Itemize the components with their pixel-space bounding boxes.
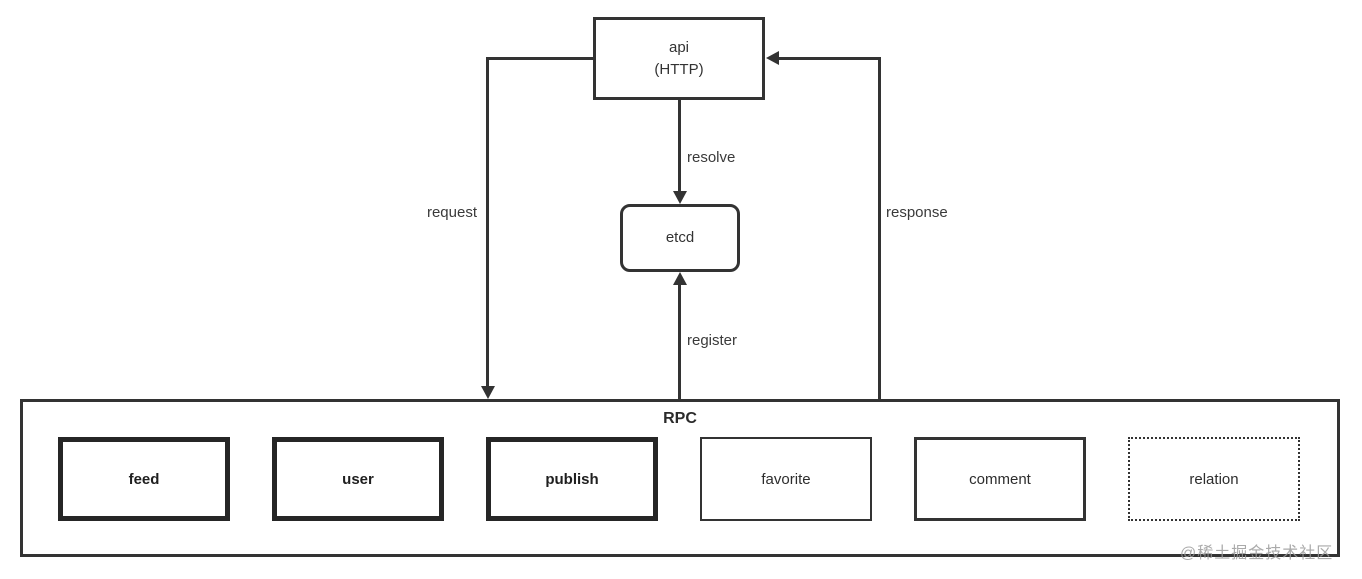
service-label-favorite: favorite xyxy=(761,470,811,488)
rpc-container-label: RPC xyxy=(663,410,697,427)
register-line xyxy=(678,284,681,399)
service-label-user: user xyxy=(342,470,374,488)
request-arrowhead-down-icon xyxy=(481,386,495,399)
etcd-node-label: etcd xyxy=(665,229,695,247)
service-label-feed: feed xyxy=(128,470,160,488)
service-label-publish: publish xyxy=(545,470,599,488)
request-edge-label: request xyxy=(426,204,477,221)
service-node-favorite: favorite xyxy=(700,437,872,521)
rpc-container xyxy=(20,399,1340,557)
api-node-label: api xyxy=(668,38,690,56)
service-label-comment: comment xyxy=(969,470,1031,488)
response-line-vertical xyxy=(878,57,881,399)
response-arrowhead-left-icon xyxy=(766,51,779,65)
api-node: api (HTTP) xyxy=(593,17,765,100)
api-node-protocol-label: (HTTP) xyxy=(654,60,704,78)
service-node-user: user xyxy=(272,437,444,521)
resolve-line xyxy=(678,100,681,192)
response-edge-label: response xyxy=(886,204,948,221)
etcd-node: etcd xyxy=(620,204,740,272)
register-edge-label: register xyxy=(687,332,738,349)
resolve-edge-label: resolve xyxy=(687,149,736,166)
resolve-arrowhead-down-icon xyxy=(673,191,687,204)
watermark: @稀土掘金技术社区 xyxy=(1180,545,1334,562)
service-node-relation: relation xyxy=(1128,437,1300,521)
service-node-comment: comment xyxy=(914,437,1086,521)
service-node-feed: feed xyxy=(58,437,230,521)
service-label-relation: relation xyxy=(1189,470,1239,488)
response-line-horizontal xyxy=(778,57,881,60)
register-arrowhead-up-icon xyxy=(673,272,687,285)
request-line-vertical xyxy=(486,57,489,387)
service-node-publish: publish xyxy=(486,437,658,521)
request-line-horizontal xyxy=(487,57,593,60)
